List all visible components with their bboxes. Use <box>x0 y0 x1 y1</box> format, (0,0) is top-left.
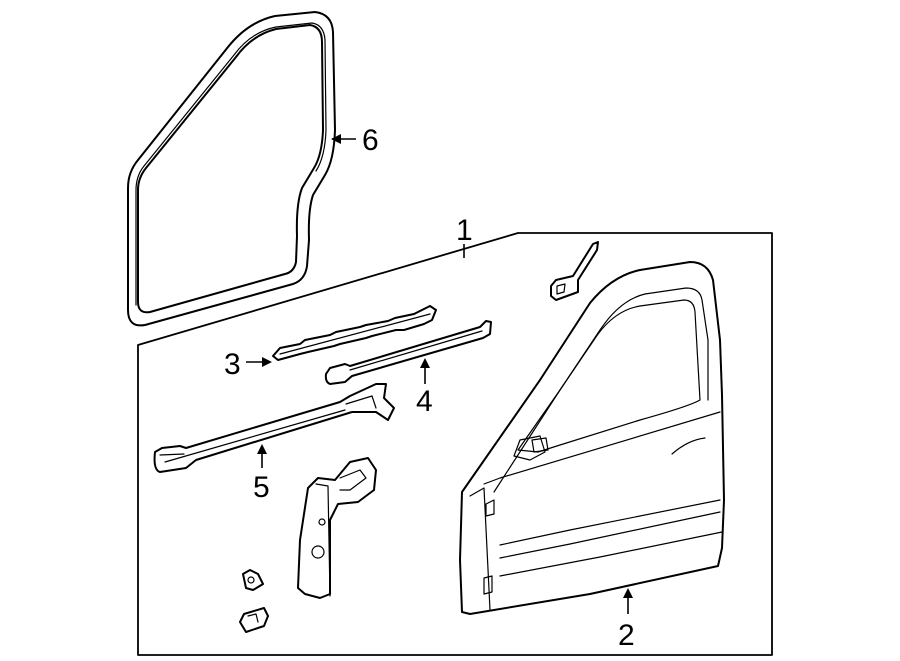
weatherstrip-part-6 <box>127 11 336 327</box>
leader-2 <box>623 588 633 614</box>
callout-4: 4 <box>416 385 433 418</box>
mirror-bracket-clip <box>550 241 599 301</box>
leader-5 <box>257 444 267 468</box>
leader-6 <box>331 134 356 144</box>
callout-1: 1 <box>456 214 473 247</box>
reinforcement-part-4 <box>324 320 492 385</box>
callout-3: 3 <box>224 348 241 381</box>
assembly-outline <box>137 232 773 656</box>
leader-4 <box>420 358 430 384</box>
reinforcement-part-5 <box>153 383 395 473</box>
door-shell-part-2 <box>459 261 725 615</box>
clip-small-lower <box>239 607 269 633</box>
leader-3 <box>246 357 272 367</box>
hinge-pillar-bracket <box>297 457 377 599</box>
callout-2: 2 <box>618 619 635 652</box>
callout-5: 5 <box>253 471 270 504</box>
clip-small-upper <box>242 569 264 591</box>
reinforcement-part-3 <box>272 305 437 361</box>
callout-6: 6 <box>362 124 379 157</box>
